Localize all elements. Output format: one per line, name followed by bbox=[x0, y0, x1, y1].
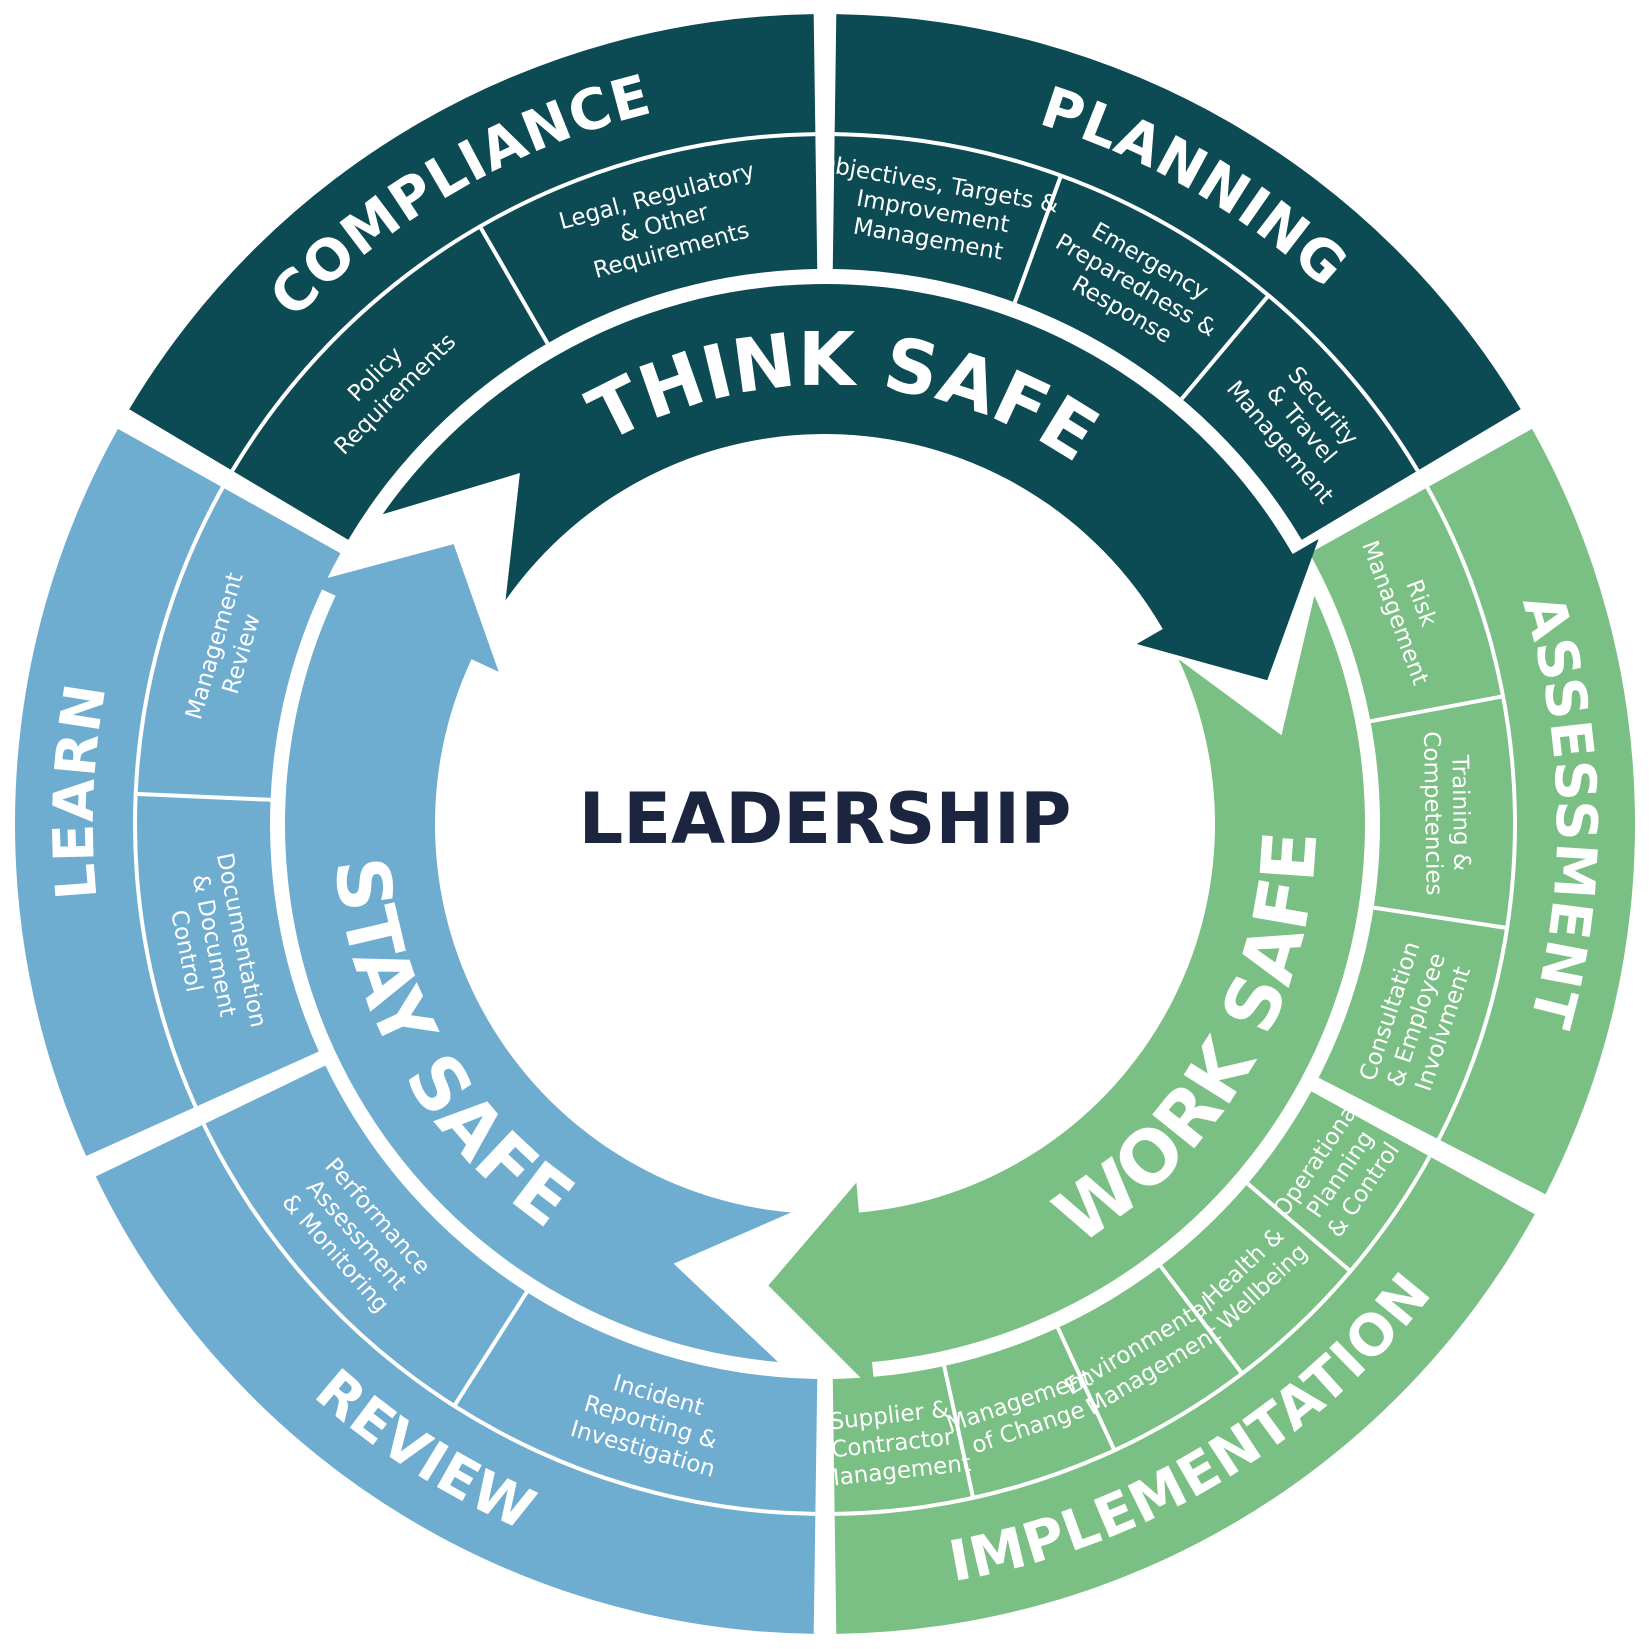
sub-divider bbox=[452, 1291, 529, 1408]
segment-assessment[interactable] bbox=[1309, 428, 1636, 1195]
arrow-work-safe[interactable] bbox=[768, 595, 1366, 1392]
outer-ring: PLANNINGASSESSMENTIMPLEMENTATIONREVIEWLE… bbox=[14, 12, 1636, 1636]
sub-divider bbox=[1012, 174, 1063, 304]
segment-review[interactable] bbox=[95, 1065, 818, 1634]
arrow-stay-safe[interactable] bbox=[284, 544, 792, 1362]
segment-compliance[interactable] bbox=[129, 14, 818, 540]
group-gap bbox=[86, 1052, 327, 1173]
group-gap bbox=[1300, 412, 1532, 553]
sub-divider bbox=[1373, 905, 1508, 930]
sub-item-label: Training &Competencies bbox=[1418, 731, 1475, 896]
sub-divider bbox=[478, 225, 550, 345]
group-gap bbox=[118, 412, 350, 553]
segment-planning[interactable] bbox=[832, 14, 1521, 540]
segment-learn[interactable] bbox=[14, 428, 341, 1157]
sub-divider bbox=[1246, 1182, 1352, 1273]
segment-implementation[interactable] bbox=[832, 1091, 1535, 1634]
sub-divider bbox=[1158, 1264, 1244, 1375]
sub-divider bbox=[942, 1365, 976, 1499]
arrow-think-safe[interactable] bbox=[382, 284, 1319, 681]
sub-divider bbox=[1180, 294, 1271, 401]
sub-item-label: Supplier &ContractorManagement bbox=[813, 1395, 972, 1493]
group-gap bbox=[1310, 1078, 1545, 1211]
sub-divider bbox=[1055, 1326, 1117, 1452]
sub-divider bbox=[135, 791, 271, 802]
group-label-learn: LEARN bbox=[42, 679, 120, 902]
ring-divider bbox=[201, 1123, 816, 1516]
sub-divider bbox=[1370, 694, 1504, 724]
ring-divider bbox=[1425, 486, 1518, 1141]
center-label: LEADERSHIP bbox=[579, 778, 1072, 860]
